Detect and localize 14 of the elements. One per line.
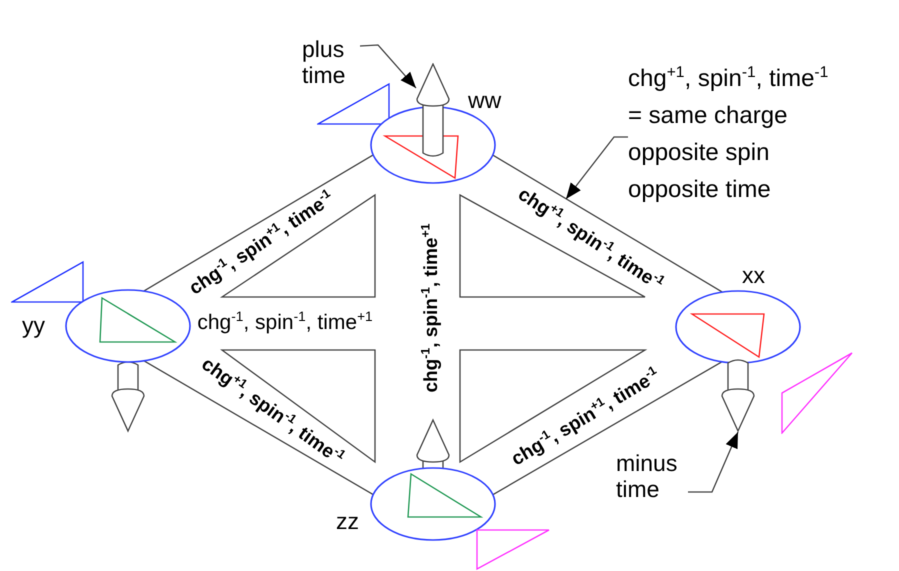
leader-line bbox=[565, 136, 628, 200]
node-label: yy bbox=[22, 312, 45, 338]
band-connector bbox=[143, 154, 374, 292]
node-label: xx bbox=[742, 262, 765, 288]
band-connector bbox=[492, 154, 723, 293]
band-connector bbox=[492, 361, 722, 496]
callout-text: chg$^{+1}$, spin$^{-1}$, time$^{-1}$ bbox=[628, 63, 830, 94]
band-label: chg$^{-1}$, spin$^{-1}$, time$^{+1}$ bbox=[196, 312, 374, 334]
leader-line bbox=[360, 44, 416, 88]
node-label: ww bbox=[468, 87, 502, 113]
leader-line bbox=[688, 432, 739, 493]
leader-label: plus time bbox=[302, 36, 346, 88]
node-label: zz bbox=[336, 508, 359, 534]
band-connector bbox=[144, 360, 374, 496]
